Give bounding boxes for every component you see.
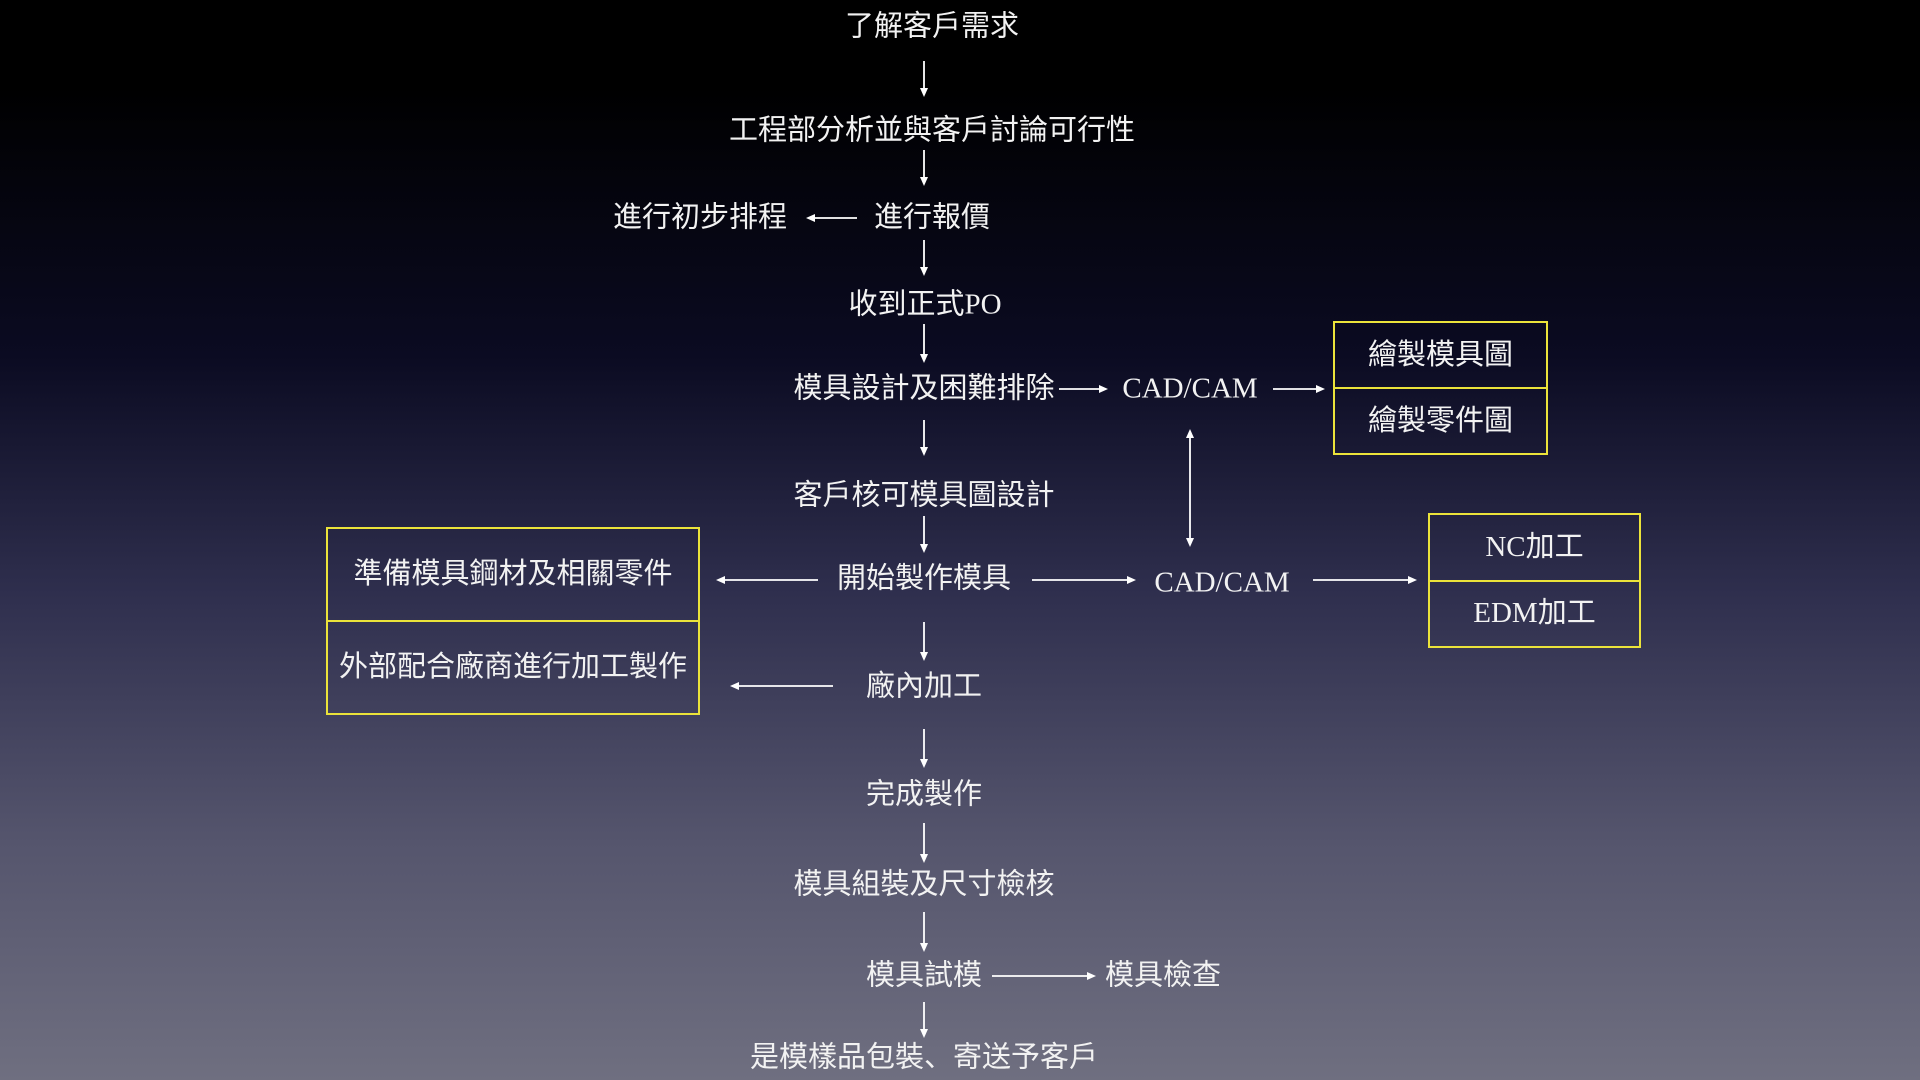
step-trial: 模具試模	[865, 959, 983, 992]
materials-box-outsourcing: 外部配合廠商進行加工製作	[328, 620, 698, 713]
step-complete: 完成製作	[865, 778, 983, 811]
arrow-start-to-inhouse-head	[920, 652, 928, 661]
arrow-inhouse-to-complete	[920, 729, 928, 768]
arrow-trial-to-shipping-head	[920, 1029, 928, 1038]
arrow-approval-to-start	[920, 516, 928, 553]
drawing-box-mold-drawing: 繪製模具圖	[1367, 338, 1513, 371]
drawing-box-part-drawing: 繪製零件圖	[1335, 387, 1546, 453]
arrow-cadcam-link-head	[1186, 538, 1194, 547]
machining-box: NC加工 EDM加工	[1428, 513, 1641, 648]
step-engineering-analysis: 工程部分析並與客戶討論可行性	[728, 114, 1136, 147]
arrow-start-to-inhouse	[920, 622, 928, 661]
step-inspection: 模具檢查	[1104, 959, 1222, 992]
step-understand-needs: 了解客戶需求	[844, 10, 1020, 43]
arrow-trial-to-shipping	[920, 1002, 928, 1038]
materials-box-prepare-steel: 準備模具鋼材及相關零件	[353, 558, 673, 590]
arrow-inhouse-to-complete-head	[920, 759, 928, 768]
machining-box-nc: NC加工	[1485, 530, 1584, 563]
arrow-trial-to-inspection	[992, 972, 1096, 980]
arrow-design-to-cadcam-head	[1099, 385, 1108, 393]
arrow-cadcam-to-machining	[1313, 576, 1417, 584]
step-ship-samples: 是模樣品包裝、寄送予客戶	[749, 1041, 1099, 1074]
machining-box-edm: EDM加工	[1430, 579, 1639, 647]
step-quotation: 進行報價	[873, 201, 991, 234]
arrow-approval-to-start-head	[920, 544, 928, 553]
arrow-complete-to-assembly	[920, 823, 928, 863]
arrow-cadcam-to-machining-head	[1408, 576, 1417, 584]
arrow-start-to-cadcam	[1032, 576, 1136, 584]
arrow-po-to-design-head	[920, 354, 928, 363]
step-in-house-machining: 廠內加工	[865, 670, 983, 703]
arrow-cadcam-link-tail-head	[1186, 429, 1194, 438]
arrow-cadcam-link	[1186, 429, 1194, 547]
arrow-design-to-approval	[920, 420, 928, 456]
arrow-inhouse-to-outsourcing-head	[730, 682, 739, 690]
step-receive-po: 收到正式PO	[848, 288, 1002, 321]
drawing-box: 繪製模具圖 繪製零件圖	[1333, 321, 1548, 455]
arrow-trial-to-inspection-head	[1087, 972, 1096, 980]
step-customer-approval: 客戶核可模具圖設計	[793, 479, 1055, 512]
arrow-analysis-to-quotation	[920, 150, 928, 186]
step-cad-cam-machining: CAD/CAM	[1154, 566, 1290, 599]
step-initial-schedule: 進行初步排程	[612, 201, 788, 234]
arrow-assembly-to-trial-head	[920, 943, 928, 952]
step-mold-design: 模具設計及困難排除	[793, 372, 1055, 405]
arrow-assembly-to-trial	[920, 912, 928, 952]
materials-box: 準備模具鋼材及相關零件 外部配合廠商進行加工製作	[326, 527, 700, 715]
step-start-mold: 開始製作模具	[836, 562, 1012, 595]
arrow-start-to-materials-head	[716, 576, 725, 584]
arrow-quotation-to-po-head	[920, 267, 928, 276]
arrow-complete-to-assembly-head	[920, 854, 928, 863]
arrow-design-to-cadcam	[1059, 385, 1108, 393]
arrow-start-to-materials	[716, 576, 818, 584]
arrow-needs-to-analysis-head	[920, 88, 928, 97]
arrow-po-to-design	[920, 324, 928, 363]
arrow-cadcam-to-drawings	[1273, 385, 1325, 393]
arrow-quotation-to-schedule-head	[806, 214, 815, 222]
step-assembly-check: 模具組裝及尺寸檢核	[793, 868, 1055, 901]
arrow-analysis-to-quotation-head	[920, 177, 928, 186]
arrow-start-to-cadcam-head	[1127, 576, 1136, 584]
arrow-quotation-to-schedule	[806, 214, 857, 222]
arrow-needs-to-analysis	[920, 61, 928, 97]
arrow-design-to-approval-head	[920, 447, 928, 456]
arrow-inhouse-to-outsourcing	[730, 682, 833, 690]
arrow-cadcam-to-drawings-head	[1316, 385, 1325, 393]
arrow-quotation-to-po	[920, 240, 928, 276]
step-cad-cam-design: CAD/CAM	[1122, 372, 1258, 405]
